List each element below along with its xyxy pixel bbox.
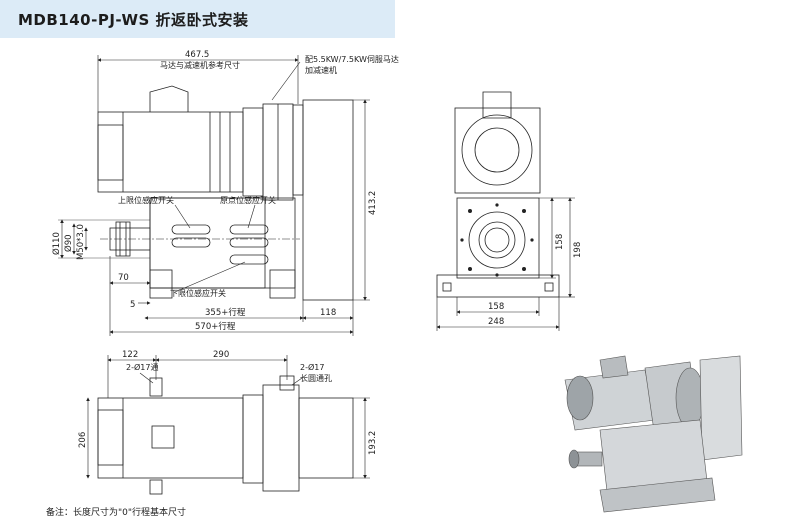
dim-570: 570+行程	[195, 321, 236, 332]
dim-70: 70	[118, 273, 129, 283]
side-column	[302, 99, 354, 301]
side-view-labels: 467.5 马达与减速机参考尺寸 配5.5KW/7.5KW伺服马达 加减速机 4…	[51, 50, 399, 332]
origin-sensor-label: 原点位感应开关	[220, 195, 276, 205]
top-view-labels: 122 290 2-Ø17通 2-Ø17 长圆通孔 206 193.2	[78, 350, 378, 455]
dim-height: 413.2	[368, 191, 378, 215]
front-view	[436, 91, 560, 298]
lower-sensor-label: 下限位感应开关	[170, 288, 226, 298]
dim-198-h: 198	[573, 242, 583, 258]
dim-158-w: 158	[488, 302, 504, 312]
front-view-dimensions	[436, 197, 575, 331]
side-motor-connector	[149, 85, 189, 112]
dim-158-h: 158	[555, 234, 565, 250]
dim-248-w: 248	[488, 317, 504, 327]
top-reducer	[262, 384, 300, 492]
side-view	[97, 85, 354, 301]
hole-right-line1: 2-Ø17	[300, 362, 324, 372]
dim-diam-outer: Ø110	[51, 232, 62, 255]
dim-total-top: 467.5	[185, 50, 209, 60]
front-motor-connector	[482, 91, 512, 119]
page-title: MDB140-PJ-WS 折返卧式安装	[18, 11, 249, 29]
front-view-bolts	[460, 203, 534, 277]
hole-left-label: 2-Ø17通	[126, 362, 158, 372]
upper-sensor-label: 上限位感应开关	[118, 195, 174, 205]
top-view	[97, 375, 354, 495]
dim-290: 290	[213, 350, 229, 360]
product-3d-render	[564, 355, 743, 513]
footnote: 备注：长度尺寸为"0"行程基本尺寸	[46, 508, 187, 518]
front-motor-face	[454, 107, 541, 194]
render-column	[699, 355, 743, 461]
front-body	[456, 197, 540, 279]
dim-diam-inner: Ø90	[63, 234, 74, 252]
dim-118: 118	[320, 308, 336, 318]
dim-206: 206	[78, 432, 88, 448]
front-view-labels: 158 198 158 248	[488, 234, 583, 327]
side-motor-endcap	[97, 124, 124, 181]
title-bar: MDB140-PJ-WS 折返卧式安装	[0, 0, 395, 38]
side-foot-right	[269, 269, 296, 299]
dim-193: 193.2	[368, 431, 378, 455]
dim-355: 355+行程	[205, 307, 246, 318]
dim-122: 122	[122, 350, 138, 360]
render-base	[599, 477, 716, 513]
motor-note-line2: 加减速机	[305, 65, 337, 75]
hole-right-line2: 长圆通孔	[300, 373, 332, 383]
side-foot-left	[149, 269, 173, 299]
side-reducer	[242, 107, 264, 197]
dim-thread: M50*3.0	[76, 224, 86, 260]
side-view-dimensions	[58, 55, 370, 336]
top-column	[298, 397, 354, 479]
dim-total-top-note: 马达与减速机参考尺寸	[160, 60, 240, 70]
dim-5: 5	[130, 300, 135, 310]
motor-note-line1: 配5.5KW/7.5KW伺服马达	[305, 54, 399, 64]
top-view-dimensions	[86, 355, 370, 479]
